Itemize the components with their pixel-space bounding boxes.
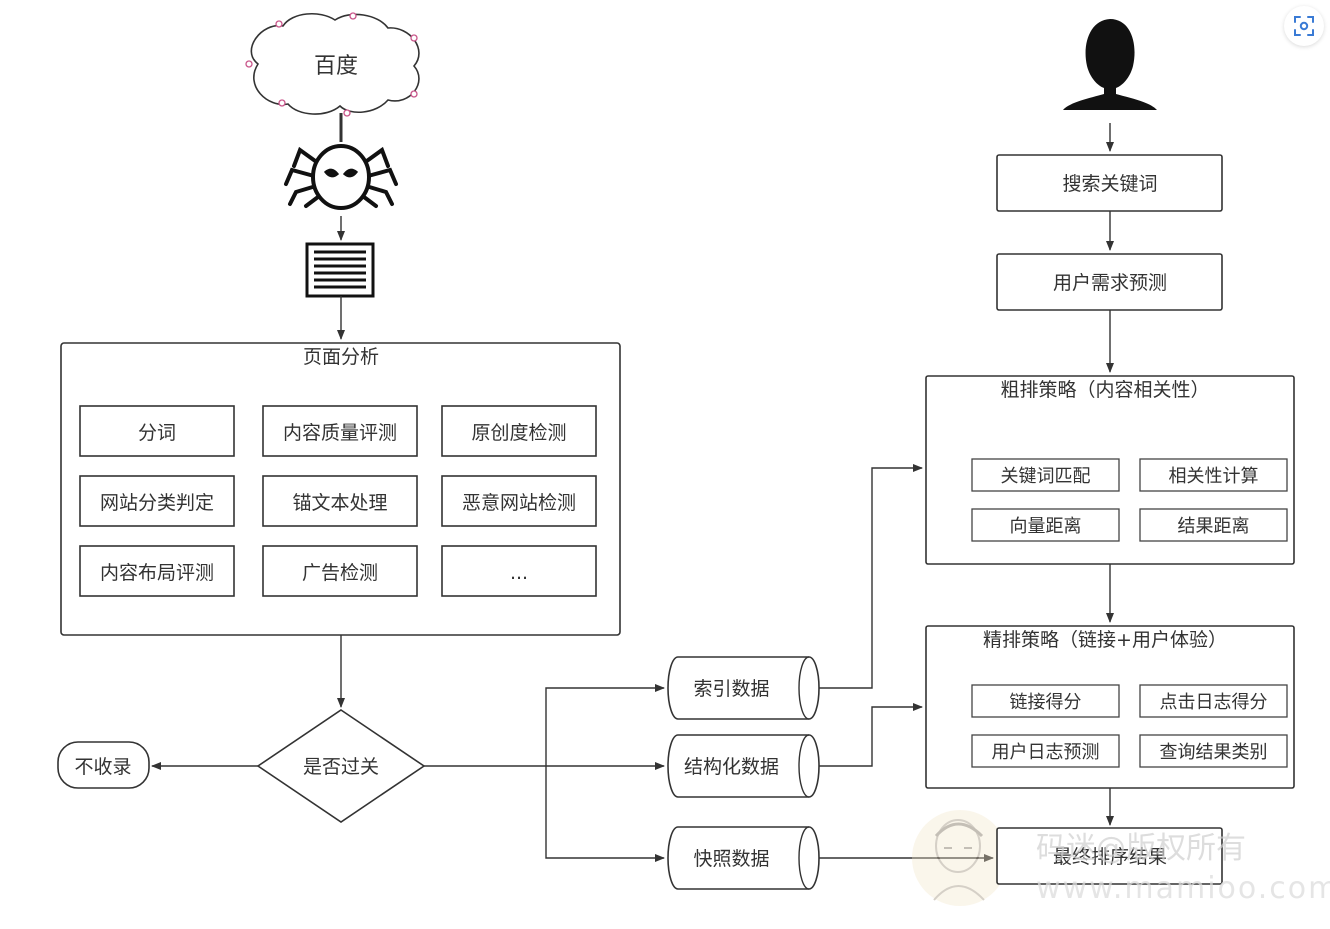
page-analysis-title: 页面分析 bbox=[303, 346, 379, 368]
ranking-item-label: 相关性计算 bbox=[1169, 466, 1259, 487]
ranking-item-box bbox=[971, 508, 1120, 542]
analysis-item-box bbox=[441, 475, 597, 527]
reject-label: 不收录 bbox=[74, 756, 131, 778]
final-result-label: 最终排序结果 bbox=[1053, 846, 1167, 868]
ranking-item-label: 链接得分 bbox=[1010, 692, 1082, 713]
analysis-item-label: 恶意网站检测 bbox=[462, 492, 576, 514]
portrait-icon bbox=[912, 810, 1008, 906]
scan-button[interactable] bbox=[1284, 6, 1324, 46]
search-keywords-label: 搜索关键词 bbox=[1062, 173, 1157, 195]
analysis-item-box bbox=[262, 475, 418, 527]
cloud-label: 百度 bbox=[314, 54, 358, 79]
final-result-box bbox=[996, 827, 1223, 885]
analysis-item-box bbox=[79, 405, 235, 457]
spider-icon bbox=[284, 144, 398, 210]
document-icon bbox=[305, 242, 375, 298]
storage-cylinder-rim bbox=[798, 734, 810, 798]
ranking-item-box bbox=[1139, 684, 1288, 718]
analysis-item-label: 锚文本处理 bbox=[292, 492, 387, 514]
ranking-item-label: 结果距离 bbox=[1178, 516, 1250, 537]
analysis-item-label: 内容布局评测 bbox=[100, 562, 214, 584]
ranking-item-label: 点击日志得分 bbox=[1160, 692, 1268, 713]
decision-label: 是否过关 bbox=[303, 756, 379, 778]
cloud-icon bbox=[245, 12, 420, 117]
ranking-item-box bbox=[1139, 458, 1288, 492]
ranking-item-label: 用户日志预测 bbox=[992, 742, 1100, 763]
analysis-item-label: 内容质量评测 bbox=[283, 422, 397, 444]
analysis-item-box bbox=[262, 405, 418, 457]
ranking-item-box bbox=[1139, 508, 1288, 542]
arrow-structured-to-fine bbox=[819, 703, 923, 767]
arrow-index-to-coarse bbox=[819, 464, 923, 689]
watermark-line2: www.mamioo.com bbox=[1036, 871, 1330, 906]
storage-label: 索引数据 bbox=[693, 678, 769, 700]
analysis-item-box bbox=[441, 405, 597, 457]
ranking-item-label: 查询结果类别 bbox=[1160, 742, 1268, 763]
watermark-line1: 码迷@版权所有 bbox=[1036, 831, 1246, 866]
analysis-item-label: ... bbox=[510, 562, 528, 584]
storage-cylinder-rim bbox=[798, 656, 810, 720]
ranking-item-box bbox=[971, 734, 1120, 768]
arrow-to-snapshot bbox=[545, 766, 665, 862]
analysis-item-box bbox=[441, 545, 597, 597]
ranking-item-box bbox=[971, 458, 1120, 492]
ranking-item-box bbox=[971, 684, 1120, 718]
storage-label: 结构化数据 bbox=[684, 756, 779, 778]
analysis-item-label: 网站分类判定 bbox=[100, 492, 214, 514]
analysis-item-label: 广告检测 bbox=[302, 562, 378, 584]
scan-icon bbox=[1294, 16, 1314, 36]
fine-ranking-title: 精排策略（链接+用户体验） bbox=[983, 629, 1227, 651]
storage-label: 快照数据 bbox=[693, 848, 769, 870]
decision-diamond bbox=[256, 709, 426, 823]
analysis-item-box bbox=[79, 475, 235, 527]
coarse-ranking-title: 粗排策略（内容相关性） bbox=[1000, 379, 1209, 401]
ranking-item-label: 关键词匹配 bbox=[1001, 466, 1091, 487]
storage-cylinder-rim bbox=[798, 826, 810, 890]
user-intent-label: 用户需求预测 bbox=[1053, 272, 1167, 294]
analysis-item-label: 原创度检测 bbox=[471, 422, 566, 444]
reject-terminal bbox=[57, 741, 150, 789]
user-silhouette-icon bbox=[1063, 19, 1157, 110]
analysis-item-label: 分词 bbox=[138, 422, 176, 444]
ranking-item-box bbox=[1139, 734, 1288, 768]
arrow-to-index bbox=[545, 684, 665, 766]
analysis-item-box bbox=[79, 545, 235, 597]
ranking-item-label: 向量距离 bbox=[1010, 516, 1082, 537]
analysis-item-box bbox=[262, 545, 418, 597]
